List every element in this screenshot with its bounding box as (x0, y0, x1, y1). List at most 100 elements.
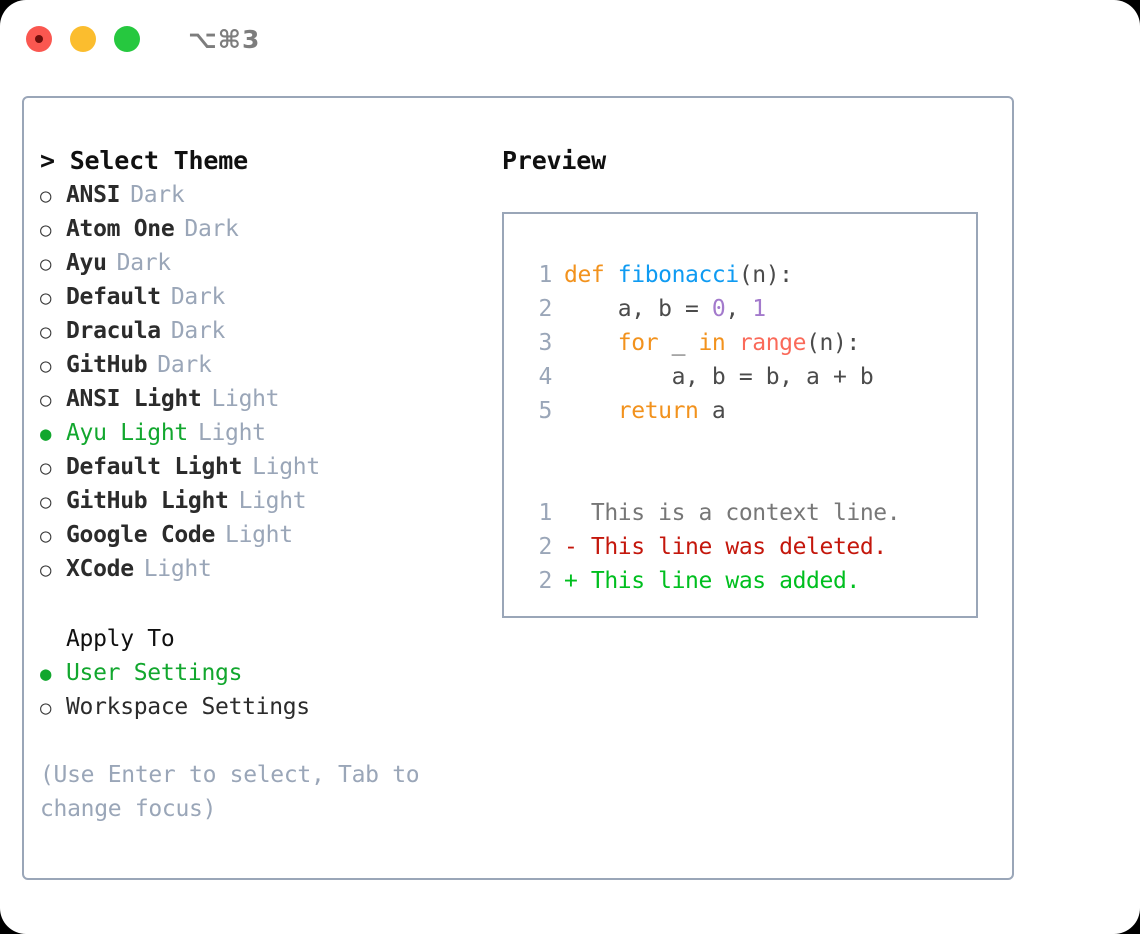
theme-list-title: > Select Theme (40, 146, 248, 175)
section-divider (40, 586, 470, 622)
keyboard-hint-text: (Use Enter to select, Tab to change focu… (40, 762, 420, 822)
theme-option-label: Google Code (66, 522, 216, 548)
theme-option-label: Ayu Light (66, 420, 188, 446)
theme-option-label: Ayu (66, 250, 107, 276)
theme-option-label: ANSI Light (66, 386, 202, 412)
theme-option-ayu-dark[interactable]: ○ Ayu Dark (40, 246, 470, 280)
theme-list: ○ ANSI Dark ○ Atom One Dark ○ Ayu Dark (40, 178, 470, 586)
diff-sign: + (564, 568, 578, 594)
theme-option-variant: Light (211, 386, 280, 412)
minimize-button[interactable] (70, 26, 96, 52)
maximize-button[interactable] (114, 26, 140, 52)
theme-option-variant: Dark (157, 352, 212, 378)
theme-option-ansi-dark[interactable]: ○ ANSI Dark (40, 178, 470, 212)
theme-option-variant: Dark (130, 182, 185, 208)
theme-dialog: > Select Theme ○ ANSI Dark ○ Atom One Da… (22, 96, 1014, 880)
close-button[interactable] (26, 26, 52, 52)
code-content: return a (564, 394, 726, 428)
token-keyword: return (617, 398, 699, 424)
code-line: 2 a, b = 0, 1 (504, 292, 976, 326)
theme-option-label: Atom One (66, 216, 175, 242)
code-content: a, b = b, a + b (564, 360, 874, 394)
radio-selected-icon: ● (40, 663, 52, 685)
radio-icon: ○ (40, 185, 52, 207)
theme-option-variant: Dark (184, 216, 239, 242)
radio-icon: ○ (40, 491, 52, 513)
theme-option-label: GitHub (66, 352, 148, 378)
code-spacer (504, 462, 976, 496)
line-number: 3 (538, 330, 553, 356)
radio-icon: ○ (40, 457, 52, 479)
token-plain: a, b = b, a + b (564, 364, 874, 390)
preview-title: Preview (502, 146, 606, 175)
theme-option-default-light[interactable]: ○ Default Light Light (40, 450, 470, 484)
theme-option-label: GitHub Light (66, 488, 229, 514)
code-line: 3 for _ in range(n): (504, 326, 976, 360)
apply-to-list: ● User Settings ○ Workspace Settings (40, 656, 470, 724)
preview-panel: Preview 1 def fibonacci(n): 2 a, b = 0, … (502, 144, 1002, 618)
theme-option-variant: Light (197, 420, 266, 446)
theme-option-label: Default Light (66, 454, 243, 480)
radio-icon: ○ (40, 355, 52, 377)
keyboard-shortcut-label: ⌥⌘3 (188, 24, 261, 54)
theme-panel: > Select Theme ○ ANSI Dark ○ Atom One Da… (40, 144, 470, 826)
token-plain (725, 330, 738, 356)
line-number: 5 (538, 398, 553, 424)
line-number: 1 (538, 500, 553, 526)
theme-option-dracula-dark[interactable]: ○ Dracula Dark (40, 314, 470, 348)
theme-option-ansi-light[interactable]: ○ ANSI Light Light (40, 382, 470, 416)
theme-option-ayu-light[interactable]: ● Ayu Light Light (40, 416, 470, 450)
token-builtin: range (738, 330, 807, 356)
token-keyword: in (698, 330, 726, 356)
token-plain: (n): (738, 262, 793, 288)
code-content: for _ in range(n): (564, 326, 860, 360)
apply-to-option-label: Workspace Settings (66, 694, 310, 720)
diff-line-deleted: 2 - This line was deleted. (504, 530, 976, 564)
diff-content: This line was added. (577, 568, 860, 594)
radio-icon: ○ (40, 287, 52, 309)
apply-to-title: Apply To (66, 626, 175, 652)
token-plain: a, b = (564, 296, 712, 322)
radio-icon: ○ (40, 389, 52, 411)
code-line: 4 a, b = b, a + b (504, 360, 976, 394)
theme-option-github-light[interactable]: ○ GitHub Light Light (40, 484, 470, 518)
theme-option-label: XCode (66, 556, 134, 582)
apply-to-option-workspace-settings[interactable]: ○ Workspace Settings (40, 690, 470, 724)
theme-option-google-code[interactable]: ○ Google Code Light (40, 518, 470, 552)
theme-option-variant: Light (225, 522, 293, 548)
theme-option-variant: Light (252, 454, 320, 480)
line-number: 1 (538, 262, 553, 288)
code-content: a, b = 0, 1 (564, 292, 766, 326)
apply-to-option-user-settings[interactable]: ● User Settings (40, 656, 470, 690)
theme-option-github-dark[interactable]: ○ GitHub Dark (40, 348, 470, 382)
radio-icon: ○ (40, 525, 52, 547)
theme-option-variant: Light (143, 556, 212, 582)
radio-icon: ○ (40, 219, 52, 241)
line-number: 2 (538, 568, 553, 594)
radio-selected-icon: ● (40, 423, 52, 445)
code-line: 1 def fibonacci(n): (504, 258, 976, 292)
code-line: 5 return a (504, 394, 976, 428)
diff-sign: - (564, 534, 578, 560)
theme-option-atom-one-dark[interactable]: ○ Atom One Dark (40, 212, 470, 246)
diff-content: This is a context line. (564, 500, 901, 526)
window-controls (26, 26, 140, 52)
apply-to-option-label: User Settings (66, 660, 243, 686)
line-number: 4 (538, 364, 553, 390)
radio-icon: ○ (40, 253, 52, 275)
theme-option-label: Dracula (66, 318, 161, 344)
token-plain (564, 330, 618, 356)
token-plain: _ (658, 330, 699, 356)
theme-option-variant: Dark (170, 284, 226, 310)
radio-icon: ○ (40, 697, 52, 719)
theme-option-variant: Dark (116, 250, 172, 276)
token-plain: a (698, 398, 726, 424)
theme-option-default-dark[interactable]: ○ Default Dark (40, 280, 470, 314)
theme-option-variant: Light (238, 488, 307, 514)
title-bar: ⌥⌘3 (0, 0, 1140, 78)
token-plain (564, 398, 618, 424)
line-number: 2 (538, 296, 553, 322)
token-number: 1 (752, 296, 766, 322)
theme-option-xcode[interactable]: ○ XCode Light (40, 552, 470, 586)
code-content: def fibonacci(n): (564, 258, 793, 292)
